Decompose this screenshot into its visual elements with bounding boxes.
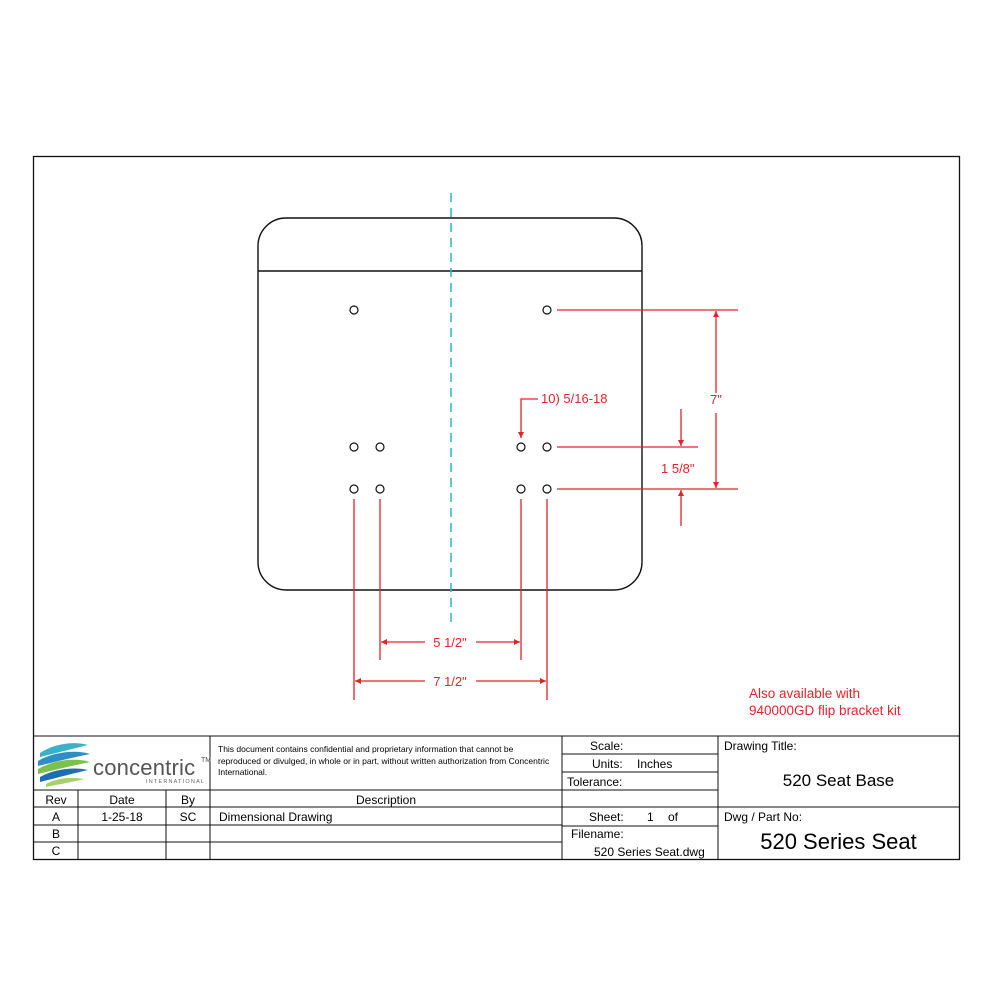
hole-callout-leader xyxy=(518,398,538,438)
description-header: Description xyxy=(355,793,417,807)
part-no-label: Dwg / Part No: xyxy=(724,810,803,824)
mounting-hole xyxy=(349,305,359,315)
mounting-hole xyxy=(516,442,526,452)
drawing-title: 520 Seat Base xyxy=(782,771,895,790)
rev-cell: C xyxy=(51,844,61,858)
hole-callout-label: 10) 5/16-18 xyxy=(541,391,608,406)
dim-label-seven-half: 7 1/2" xyxy=(433,674,467,689)
part-no: 520 Series Seat xyxy=(760,829,917,854)
mounting-holes xyxy=(349,305,552,494)
mounting-hole xyxy=(542,305,552,315)
note-line-2: 940000GD flip bracket kit xyxy=(749,703,901,718)
rev-cell: A xyxy=(51,810,60,824)
by-header: By xyxy=(180,793,195,807)
mounting-hole xyxy=(516,484,526,494)
logo-wordmark: concentric xyxy=(93,755,196,780)
dimension-lines xyxy=(353,309,738,700)
dim-label-one-five-eighths: 1 5/8" xyxy=(661,461,695,476)
filename-label: Filename: xyxy=(571,827,624,841)
mounting-hole xyxy=(542,442,552,452)
by-cell: SC xyxy=(179,810,197,824)
dim-label-seven: 7" xyxy=(710,392,722,407)
rev-cell: B xyxy=(51,827,60,841)
units-value: Inches xyxy=(637,757,673,771)
title-block-grid xyxy=(34,735,959,859)
mounting-hole xyxy=(349,442,359,452)
dim-label-five-half: 5 1/2" xyxy=(433,635,467,650)
date-cell: 1-25-18 xyxy=(101,810,143,824)
units-label: Units: xyxy=(592,757,623,771)
mounting-hole xyxy=(375,484,385,494)
note-line-1: Also available with xyxy=(749,686,860,701)
mounting-hole xyxy=(542,484,552,494)
confidentiality-disclaimer: This document contains confidential and … xyxy=(218,744,550,777)
sheet-number: 1 xyxy=(647,810,654,824)
mounting-hole xyxy=(349,484,359,494)
date-header: Date xyxy=(109,793,135,807)
sheet-label: Sheet: xyxy=(589,810,624,824)
rev-header: Rev xyxy=(45,793,67,807)
filename: 520 Series Seat.dwg xyxy=(594,845,705,859)
tolerance-label: Tolerance: xyxy=(567,775,623,789)
scale-label: Scale: xyxy=(590,739,624,753)
concentric-logo-icon xyxy=(38,743,90,787)
sheet-of: of xyxy=(668,810,679,824)
sheet-border xyxy=(32,155,961,861)
logo-subtitle: INTERNATIONAL xyxy=(146,779,206,785)
description-cell: Dimensional Drawing xyxy=(219,810,333,824)
drawing-title-label: Drawing Title: xyxy=(724,739,797,753)
mounting-hole xyxy=(375,442,385,452)
seat-plate-outline xyxy=(257,217,643,591)
logo-trademark: TM xyxy=(201,757,212,764)
